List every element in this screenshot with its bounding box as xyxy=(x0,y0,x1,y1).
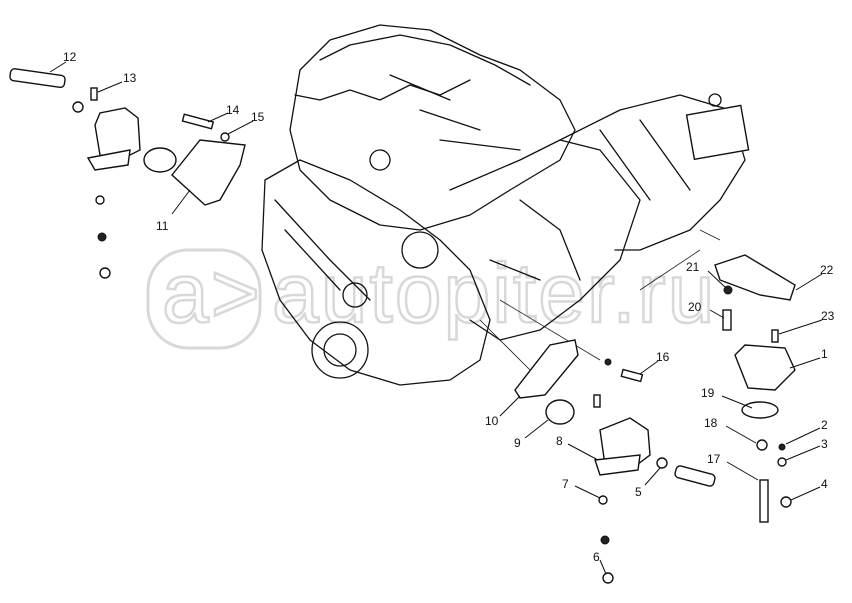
callout-labels: 1 2 3 4 5 6 7 8 9 10 11 12 13 14 15 16 1… xyxy=(63,50,835,564)
engine-assembly xyxy=(261,24,750,386)
callout-8: 8 xyxy=(556,434,563,448)
callout-7: 7 xyxy=(562,477,569,491)
callout-20: 20 xyxy=(688,300,702,314)
callout-16: 16 xyxy=(656,350,670,364)
callout-11: 11 xyxy=(156,219,169,233)
callout-15: 15 xyxy=(251,110,265,124)
callout-10: 10 xyxy=(485,414,499,428)
callout-6: 6 xyxy=(593,550,600,564)
callout-13: 13 xyxy=(123,71,137,85)
callout-14: 14 xyxy=(226,103,240,117)
callout-3: 3 xyxy=(821,437,828,451)
callout-1: 1 xyxy=(821,347,828,361)
watermark-logo: a> xyxy=(162,246,262,340)
left-bracket xyxy=(143,113,246,206)
watermark: a> autopiter.ru xyxy=(146,245,716,350)
callout-21: 21 xyxy=(686,260,700,274)
rear-mount xyxy=(714,254,796,523)
callout-19: 19 xyxy=(701,386,715,400)
callout-17: 17 xyxy=(707,452,721,466)
callout-18: 18 xyxy=(704,416,718,430)
watermark-logo-frame xyxy=(146,248,262,350)
callout-22: 22 xyxy=(820,263,834,277)
callout-9: 9 xyxy=(514,436,521,450)
callout-2: 2 xyxy=(821,418,828,432)
callout-12: 12 xyxy=(63,50,77,64)
leader-lines xyxy=(49,61,823,575)
right-engine-mount xyxy=(514,339,716,584)
callout-4: 4 xyxy=(821,477,828,491)
callout-23: 23 xyxy=(821,309,835,323)
left-engine-mount xyxy=(9,68,141,279)
watermark-text: autopiter.ru xyxy=(272,246,716,340)
callout-5: 5 xyxy=(635,485,642,499)
